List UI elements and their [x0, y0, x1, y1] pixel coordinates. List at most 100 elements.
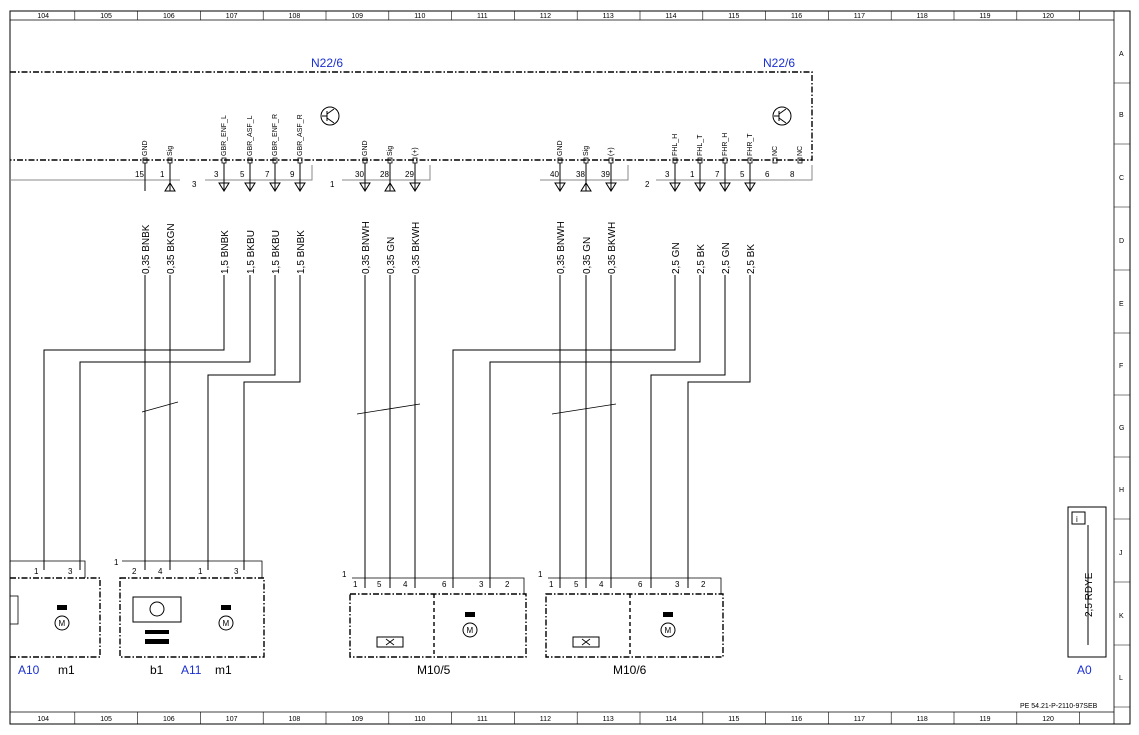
signal-label: GND	[557, 140, 564, 156]
pin-label: 6	[765, 170, 770, 179]
signal-label: GBR_ASF_L	[247, 115, 254, 156]
signal-label: FHR_H	[722, 133, 729, 156]
signal-label: NC	[797, 146, 804, 156]
grid-column-label: 105	[100, 13, 112, 20]
grid-column-label: 110	[414, 716, 425, 723]
grid-column-label: 120	[1042, 13, 1054, 20]
signal-label: NC	[772, 146, 779, 156]
signal-label: FHL_T	[697, 134, 704, 156]
signal-label: GND	[142, 140, 149, 156]
pin-label: 2	[505, 580, 510, 589]
wire-label: 2,5 BK	[746, 244, 757, 274]
wire-label: 1,5 BKBU	[271, 230, 282, 274]
grid-column-label: 115	[728, 716, 739, 723]
wire-label: 1,5 BNBK	[296, 230, 307, 274]
grid-row-label: C	[1119, 175, 1124, 182]
pin-label: 3	[234, 567, 239, 576]
grid-row-label: E	[1119, 301, 1124, 308]
pin-label: 4	[403, 580, 408, 589]
pin-terminal	[797, 157, 803, 164]
pin-terminal	[772, 157, 778, 164]
pin-label: 3	[665, 170, 670, 179]
grid-column-label: 119	[979, 716, 990, 723]
grid-row-label: K	[1119, 613, 1124, 620]
grid-row-label: G	[1119, 425, 1124, 432]
pin-label: 9	[290, 170, 295, 179]
a11-sub-m1: m1	[215, 663, 232, 677]
wire-route	[43, 275, 225, 570]
shield-icon	[141, 401, 179, 413]
grid-column-label: 118	[917, 13, 928, 20]
grid-row-label: B	[1119, 112, 1124, 119]
component-m10-6: 1 M10/6 1 5 4 6 3 2	[538, 570, 724, 677]
wire-route	[79, 275, 251, 570]
a11-label: A11	[181, 663, 202, 677]
motor-connector-icon	[465, 612, 475, 617]
wire-route	[207, 275, 276, 570]
wire-label: 2,5 GN	[721, 242, 732, 274]
pin-label: 1	[34, 567, 39, 576]
pin-label: 1	[198, 567, 203, 576]
grid-column-label: 104	[37, 716, 49, 723]
grid-column-label: 109	[351, 716, 363, 723]
control-unit-n22-6: N22/6 N22/6 3 1 2	[10, 56, 813, 189]
control-unit-pins: GND15Sig1GBR_ENF_L3GBR_ASF_L5GBR_ENF_R7G…	[135, 114, 804, 179]
grid-column-label: 104	[37, 13, 49, 20]
pin-label: 29	[405, 170, 414, 179]
grid-column-label: 119	[979, 13, 990, 20]
pin-label: 28	[380, 170, 389, 179]
pin-label: 7	[715, 170, 720, 179]
grid-column-label: 116	[791, 716, 802, 723]
component-m10-5: 1 M10/5 1 5 4 6 3 2	[342, 570, 527, 677]
motor-connector-icon	[221, 605, 231, 610]
connector-label: 1	[538, 570, 543, 579]
wire-route	[489, 275, 701, 588]
connector-label: 1	[342, 570, 347, 579]
pin-label: 3	[214, 170, 219, 179]
motor-glyph: M	[59, 619, 66, 628]
grid-column-label: 107	[226, 716, 238, 723]
component-a10: A10 m1 1 3	[9, 560, 101, 677]
grid-column-label: 117	[854, 716, 865, 723]
grid-column-label: 111	[477, 13, 488, 20]
a0-wire-label: 2,5 RDYE	[1084, 572, 1095, 617]
wire-label: 0,35 BKWH	[411, 222, 422, 274]
pin-label: 39	[601, 170, 610, 179]
grid-column-label: 118	[917, 716, 928, 723]
grid-column-label: 114	[665, 716, 676, 723]
pin-label: 5	[377, 580, 382, 589]
pin-label: 5	[240, 170, 245, 179]
pin-label: 6	[638, 580, 643, 589]
signal-label: Sig	[583, 146, 590, 156]
transistor-icon	[772, 106, 792, 126]
wire-label: 0,35 BNWH	[361, 221, 372, 274]
a10-sub: m1	[58, 663, 75, 677]
info-icon-glyph: i	[1076, 515, 1078, 524]
a10-label: A10	[18, 663, 40, 677]
wire-route	[243, 275, 301, 570]
grid-column-label: 115	[728, 13, 739, 20]
motor-connector-icon	[57, 605, 67, 610]
connector-label: 2	[645, 180, 650, 189]
grid-column-label: 114	[665, 13, 676, 20]
component-a0: i 2,5 RDYE A0	[1067, 506, 1107, 677]
pin-label: 30	[355, 170, 364, 179]
grid-column-label: 112	[540, 716, 551, 723]
pin-label: 15	[135, 170, 144, 179]
grid-column-label: 113	[603, 716, 614, 723]
grid-column-label: 107	[226, 13, 238, 20]
grid-row-label: F	[1119, 363, 1123, 370]
pin-label: 5	[740, 170, 745, 179]
info-icon: i	[1071, 511, 1086, 525]
connector-label: 3	[192, 180, 197, 189]
pin-label: 2	[132, 567, 137, 576]
a11-sub-b1: b1	[150, 663, 164, 677]
connector-label: 1	[330, 180, 335, 189]
pin-label: 4	[599, 580, 604, 589]
motor-icon	[462, 622, 478, 638]
pin-label: 3	[68, 567, 73, 576]
shield-icon	[551, 403, 617, 415]
